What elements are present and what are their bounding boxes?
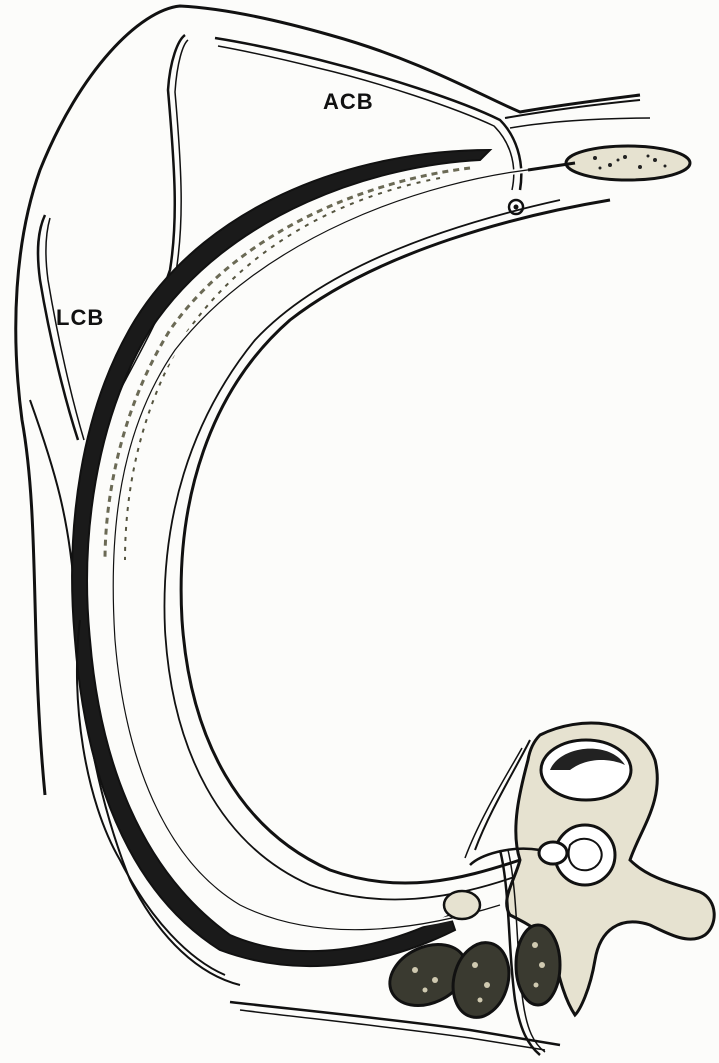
posterior-cutaneous-branch-inner — [240, 1010, 545, 1050]
muscle-fibre-highlight-2 — [125, 178, 440, 560]
muscle-fibre-highlight — [105, 168, 470, 560]
spinal-nerve-root — [539, 842, 567, 864]
paraspinal-muscle-3 — [516, 925, 560, 1005]
label-acb: ACB — [323, 89, 374, 114]
label-lcb: LCB — [56, 305, 104, 330]
intercostal-muscle-band — [72, 150, 490, 966]
sternum-section — [566, 146, 690, 180]
spinal-cord — [569, 839, 602, 870]
acb-medial-twig-lower — [510, 118, 650, 128]
posterior-cutaneous-branch — [230, 1002, 560, 1045]
pleura-upper-line — [30, 400, 240, 985]
lcb-upper-twig — [88, 35, 185, 440]
rib-head — [444, 891, 480, 919]
